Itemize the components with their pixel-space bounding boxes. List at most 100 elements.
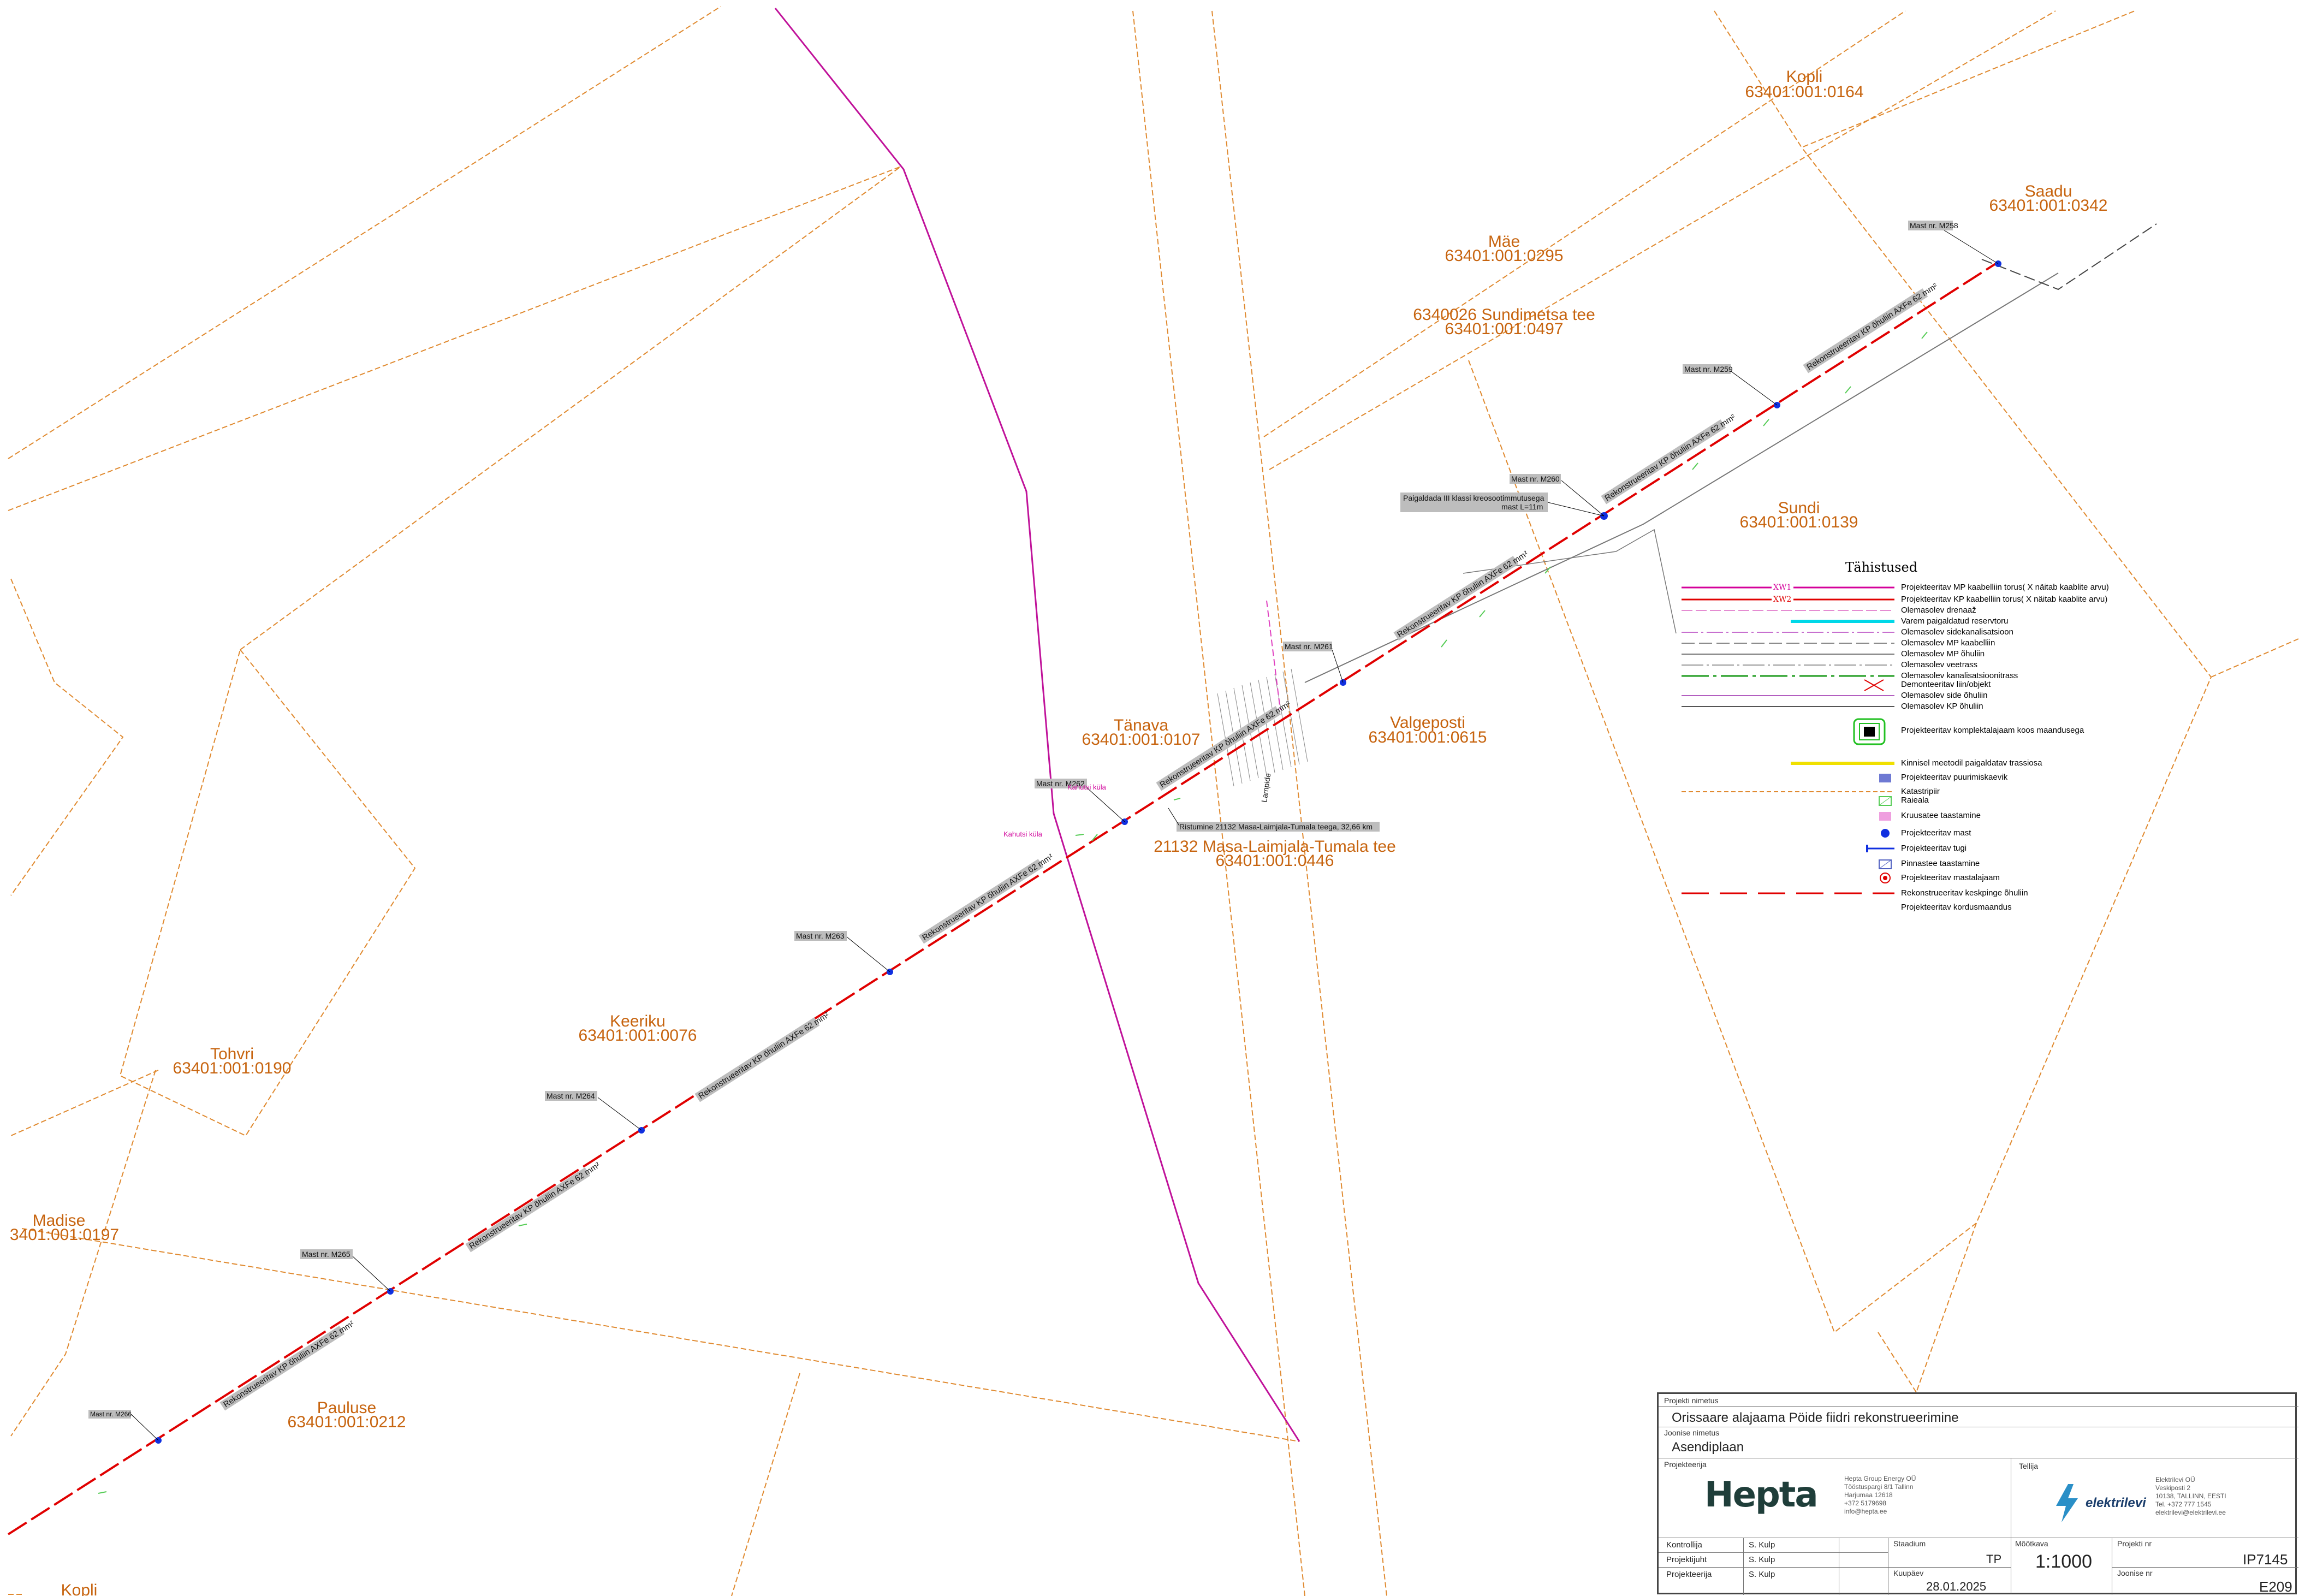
parcel-code: 63401:001:0497 [1445,320,1564,338]
legend-label: Projekteeritav mast [1901,828,1971,838]
legend-label: Projekteeritav kordusmaandus [1901,903,2012,912]
cadastral-line [2211,638,2299,678]
legend-symbol [1791,620,1894,623]
legend-symbol [1879,859,1892,869]
role-name: S. Kulp [1749,1540,1775,1550]
parcel-name: Sundi [1778,499,1820,517]
legend-item: Olemasolev KP õhuliin [1676,701,2167,713]
legend-item: Demonteeritav liin/objekt [1676,679,2167,691]
substation-symbol [1853,718,1886,745]
parcel-code: 3401:001:0197 [10,1226,119,1244]
parcel-code: 63401:001:0212 [288,1413,406,1431]
parcel-name: Saadu [2025,182,2072,200]
elektrilevi-logo-text: elektrilevi [2086,1496,2146,1510]
legend-label: Projekteeritav puurimiskaevik [1901,773,2008,782]
mast-label: Mast nr. M266 [90,1410,132,1418]
legend-label: Varem paigaldatud reservtoru [1901,616,2009,626]
cadastral-line [1269,10,2056,470]
drawing-nr-label: Joonise nr [2117,1569,2153,1577]
reconstructed-overhead-line [7,261,1999,1535]
cadastral-line [1132,10,1305,1596]
legend-mark: XW1 [1773,583,1791,592]
cadastral-line [1878,1332,1917,1393]
legend-label: Rekonstrueeritav keskpinge õhuliin [1901,888,2028,898]
legend-symbol [1880,873,1891,883]
legend-item: Katastripiir [1676,786,2167,798]
designer-info-line: +372 5179698 [1844,1499,1887,1507]
existing-line-branch [1463,529,1677,634]
legend-label: Projekteeritav mastalajaam [1901,873,2000,882]
client-info-line: 10138, TALLINN, EESTI [2155,1492,2226,1500]
legend-label: Kruusatee taastamine [1901,811,1981,820]
stage-value: TP [1986,1552,2002,1566]
parcel-labels: Kopli 63401:001:0164 Saadu 63401:001:034… [10,68,2108,1596]
existing-line-end [1981,223,2157,290]
legend-label: Olemasolev MP õhuliin [1901,649,1985,658]
parcel-name: Mäe [1488,233,1520,251]
cadastral-boundaries [8,6,2299,1596]
elektrilevi-logo: elektrilevi [2052,1484,2146,1522]
legend-item: Kinnisel meetodil paigaldatav trassiosa [1676,757,2167,769]
legend-item: Olemasolev kanalisatsioonitrass [1676,670,2167,682]
designer-info-line: Harjumaa 12618 [1844,1491,1893,1499]
legend-item: Olemasolev veetrass [1676,659,2167,671]
legend-symbol [1879,796,1892,806]
client-label: Tellija [2019,1462,2039,1470]
legend-label: Katastripiir [1901,787,1940,796]
legend-symbol [1791,762,1894,765]
existing-lv-line [1304,272,2059,683]
project-name: Orissaare alajaama Pöide fiidri rekonstr… [1672,1410,1959,1425]
cadastral-line [10,1070,156,1437]
drawing-name-label: Joonise nimetus [1664,1428,1720,1437]
pole-note: Paigaldada III klassi kreosootimmutusega [1403,494,1544,502]
legend-item: Projekteeritav tugi [1676,843,2167,855]
parcel-name: Madise [33,1212,86,1230]
segment-label: Rekonstrueeritav KP õhuliin AXFe 62 mm² [697,1011,831,1101]
cadastral-line [731,1373,800,1596]
parcel-code: 63401:001:0107 [1082,731,1201,749]
parcel-code: 63401:001:0615 [1369,728,1487,746]
parcel-name: 6340026 Sundimetsa tee [1413,306,1595,324]
role-name: S. Kulp [1749,1570,1775,1579]
designer-info-line: Tööstuspargi 8/1 Tallinn [1844,1483,1914,1491]
parcel-code: 63401:001:0342 [1989,197,2108,215]
legend-item: Olemasolev drenaaž [1676,604,2167,616]
legend-label: Pinnastee taastamine [1901,859,1980,868]
legend-symbol [1879,812,1891,821]
cadastral-line [1211,10,1387,1596]
legend-symbol [1682,664,1894,666]
segment-label: Rekonstrueeritav KP õhuliin AXFe 62 mm² [920,852,1055,943]
drawing-name: Asendiplaan [1672,1440,1744,1455]
legend-item: Rekonstrueeritav keskpinge õhuliin [1676,887,2167,899]
parcel-name: Kopli [61,1581,98,1596]
parcel-name: Tänava [1114,716,1168,734]
legend-label: Projekteeritav komplektalajaam koos maan… [1901,726,2084,735]
legend-symbol [1864,679,1884,691]
legend-label: Projekteeritav MP kaabelliin torus( X nä… [1901,583,2109,592]
legend-label: Olemasolev kanalisatsioonitrass [1901,671,2018,680]
parcel-name: Valgeposti [1390,714,1465,732]
legend-symbol [1682,901,1900,913]
mast-label: Mast nr. M259 [1684,365,1733,373]
parcel-name: Tohvri [210,1045,254,1063]
client-info-line: Elektrilevi OÜ [2155,1476,2195,1484]
title-block: Projekti nimetus Orissaare alajaama Pöid… [1657,1392,2298,1595]
legend-label: Raieala [1901,796,1929,805]
mast-labels: Mast nr. M258 Mast nr. M259 Mast nr. M26… [88,221,1999,1441]
segment-label: Rekonstrueeritav KP õhuliin AXFe 62 mm² [467,1161,602,1251]
legend-label: Projekteeritav KP kaabelliin torus( X nä… [1901,595,2108,604]
designer-info-line: Hepta Group Energy OÜ [1844,1475,1916,1482]
designer-info-line: info@hepta.ee [1844,1508,1887,1515]
legend-symbol: XW1 [1682,583,1894,592]
client-info-line: elektrilevi@elektrilevi.ee [2155,1509,2226,1516]
role-label: Kontrollija [1666,1540,1702,1550]
legend: Tähistused XW1 Projekteeritav MP kaabell… [1676,560,2167,936]
client-info: Elektrilevi OÜ Veskiposti 2 10138, TALLI… [2155,1476,2226,1517]
legend-item: Projekteeritav mast [1676,827,2167,839]
legend-label: Olemasolev side õhuliin [1901,691,1988,700]
designer-label: Projekteerija [1664,1460,1707,1469]
legend-label: Kinnisel meetodil paigaldatav trassiosa [1901,758,2042,768]
mast-label: Mast nr. M263 [796,932,845,940]
legend-item: Projekteeritav mastalajaam [1676,872,2167,884]
